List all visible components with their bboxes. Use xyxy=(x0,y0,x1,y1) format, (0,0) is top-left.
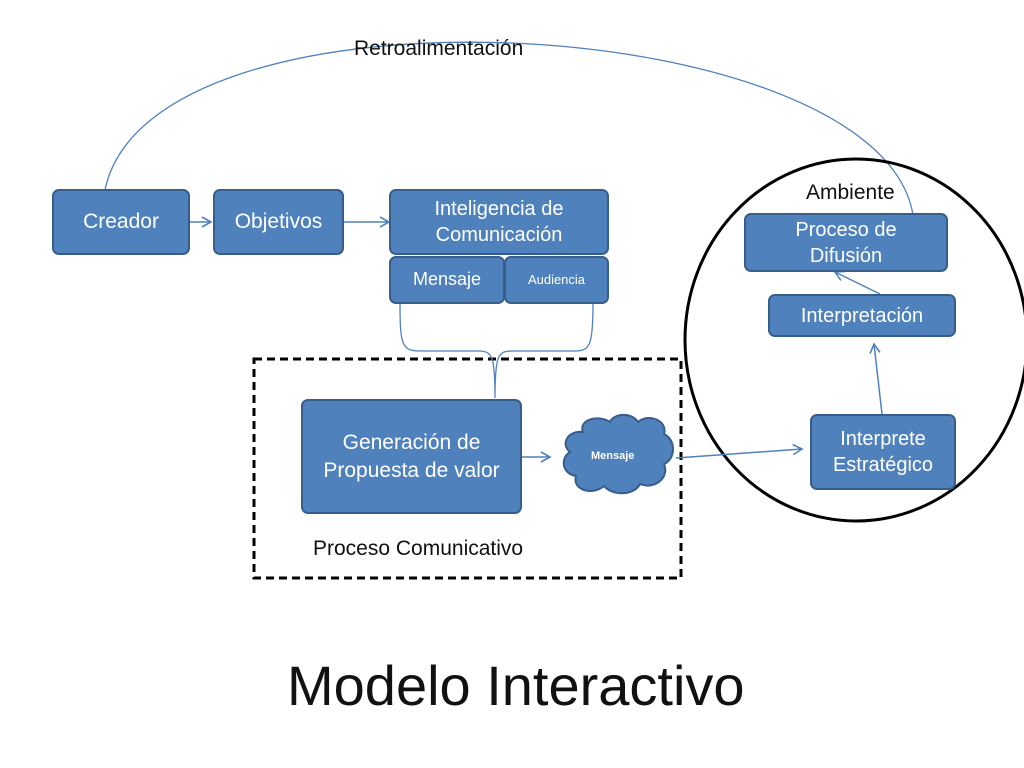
feedback-arc xyxy=(104,41,914,216)
node-objetivos: Objetivos xyxy=(213,189,344,255)
environment-circle xyxy=(683,157,1024,523)
environment-label: Ambiente xyxy=(806,181,895,204)
node-difusion: Proceso de Difusión xyxy=(744,213,948,272)
process-label: Proceso Comunicativo xyxy=(313,537,524,560)
cloud-label: Mensaje xyxy=(591,450,635,462)
node-audiencia: Audiencia xyxy=(504,256,609,304)
process-boundary xyxy=(252,357,683,580)
feedback-label: Retroalimentación xyxy=(354,37,524,60)
arrow-interprete-interpretacion xyxy=(869,342,883,415)
message-cloud xyxy=(562,413,674,495)
node-inteligencia: Inteligencia de Comunicación xyxy=(389,189,609,255)
arrow-interpretacion-difusion xyxy=(833,270,881,295)
node-creador: Creador xyxy=(52,189,190,255)
page-title: Modelo Interactivo xyxy=(287,654,745,717)
node-interprete: Interprete Estratégico xyxy=(810,414,956,490)
node-interpretacion: Interpretación xyxy=(768,294,956,337)
node-mensaje: Mensaje xyxy=(389,256,505,304)
node-generacion: Generación de Propuesta de valor xyxy=(301,399,522,514)
arrow-mensaje-interprete xyxy=(675,443,804,459)
brace-connector xyxy=(399,303,594,399)
